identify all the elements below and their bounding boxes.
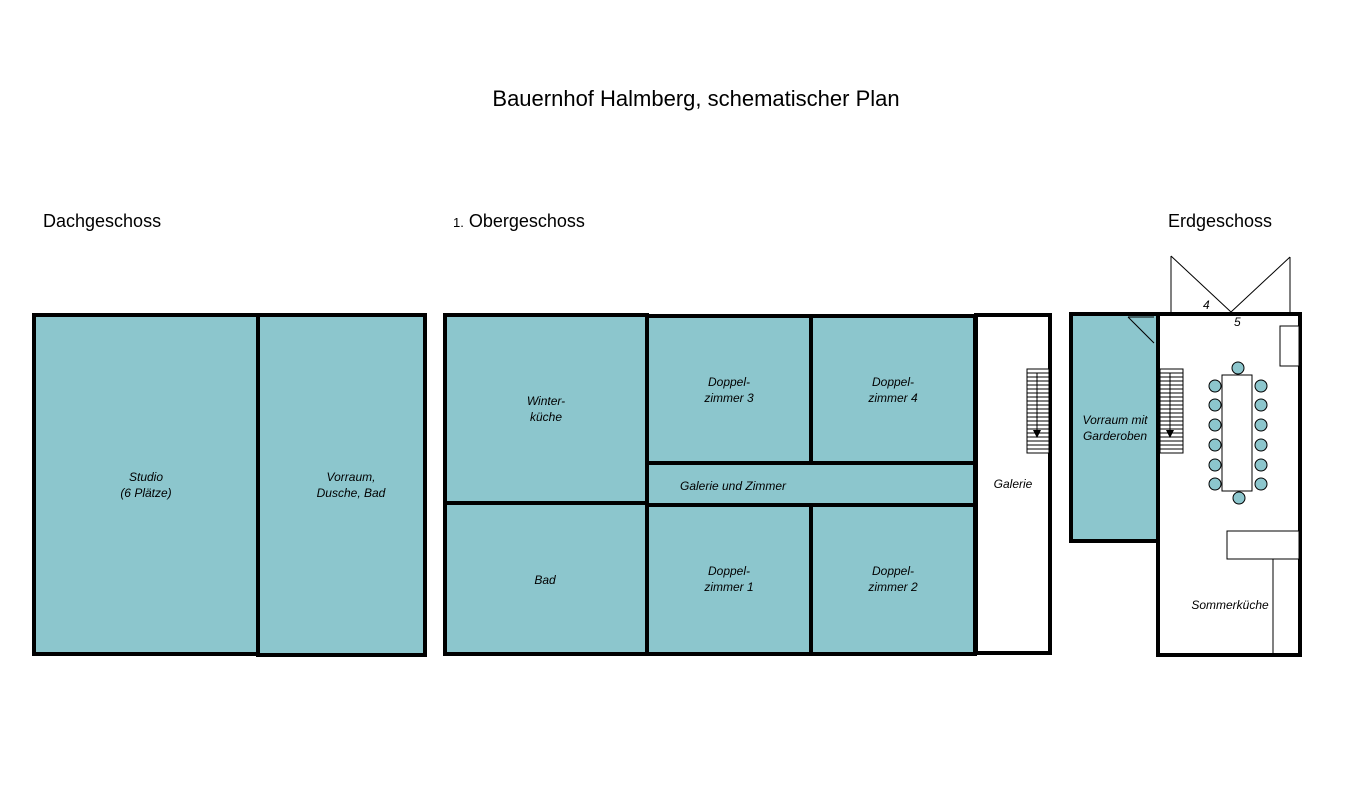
label-vorraum-garderoben: Vorraum mit Garderoben [1082, 413, 1148, 443]
label-doppelzimmer-4: Doppel- zimmer 4 [868, 375, 918, 405]
label-doppelzimmer-3: Doppel- zimmer 3 [704, 375, 754, 405]
floor-label-dachgeschoss: Dachgeschoss [43, 211, 162, 231]
room-doppelzimmer-2 [809, 503, 977, 656]
room-bad [443, 501, 649, 656]
label-galerie-und-zimmer: Galerie und Zimmer [679, 479, 787, 493]
room-doppelzimmer-1 [645, 503, 813, 656]
label-bad: Bad [534, 573, 556, 587]
floor-name: Obergeschoss [468, 211, 585, 231]
room-vorraum-dusche-bad [256, 313, 427, 657]
door-number-4: 4 [1203, 298, 1210, 312]
label-doppelzimmer-2: Doppel- zimmer 2 [868, 564, 918, 594]
floor-label-erdgeschoss: Erdgeschoss [1168, 211, 1273, 231]
label-vorraum-dusche-bad: Vorraum, Dusche, Bad [316, 470, 386, 500]
page-title: Bauernhof Halmberg, schematischer Plan [492, 86, 900, 111]
floor-number: 1. [453, 215, 464, 230]
entrance-doors [1170, 255, 1291, 314]
floor-label-obergeschoss: 1. Obergeschoss [453, 211, 585, 232]
label-winterkueche: Winter- küche [526, 394, 566, 424]
label-galerie: Galerie [993, 477, 1033, 491]
room-studio [32, 313, 260, 656]
label-studio: Studio (6 Plätze) [120, 470, 172, 500]
label-sommerkueche: Sommerküche [1191, 598, 1269, 612]
label-doppelzimmer-1: Doppel- zimmer 1 [704, 564, 754, 594]
